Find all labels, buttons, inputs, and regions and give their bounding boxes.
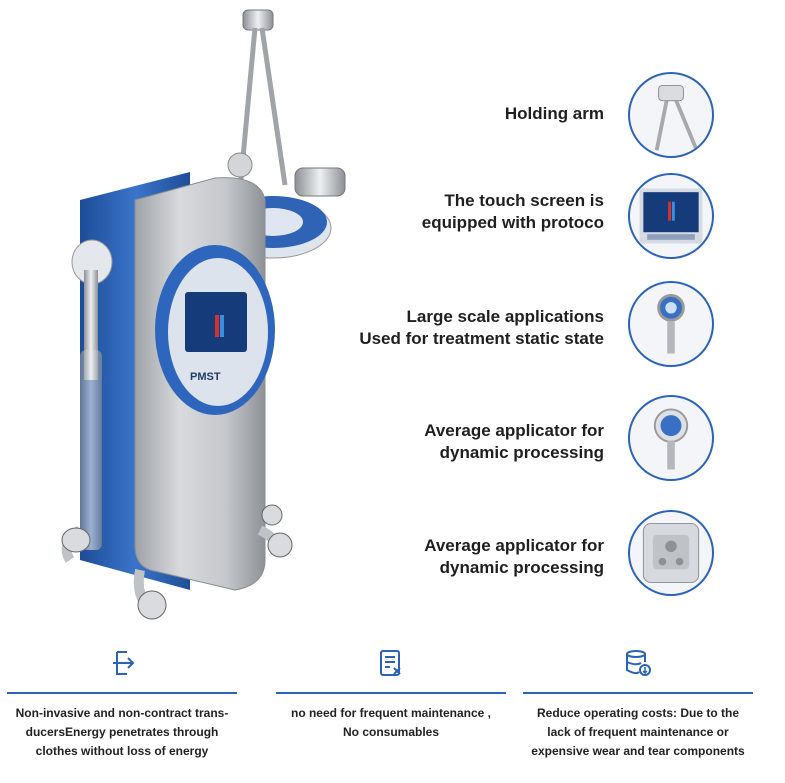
feature-label-line: The touch screen is bbox=[444, 191, 604, 210]
benefit-low-maintenance: no need for frequent maintenance , No co… bbox=[276, 648, 506, 742]
device-image: PMST bbox=[61, 9, 346, 620]
benefit-divider bbox=[276, 692, 506, 694]
benefit-text-line: no need for frequent maintenance , bbox=[290, 706, 492, 720]
benefit-divider bbox=[7, 692, 237, 694]
benefit-text-line: lack of frequent maintenance or bbox=[547, 725, 729, 739]
square-applicator-icon bbox=[628, 510, 714, 596]
benefit-text-line: expensive wear and tear components bbox=[531, 744, 745, 758]
device-illustration: PMST bbox=[40, 0, 360, 630]
transfer-arrow-icon bbox=[113, 651, 135, 675]
feature-label-line: dynamic processing bbox=[439, 558, 604, 577]
feature-label-line: Average applicator for bbox=[424, 536, 604, 555]
feature-label-round-applicator: Average applicator for dynamic processin… bbox=[424, 420, 604, 464]
feature-label-touch-screen: The touch screen is equipped with protoc… bbox=[422, 190, 604, 234]
touch-screen-icon bbox=[628, 173, 714, 259]
feature-label-line: dynamic processing bbox=[439, 443, 604, 462]
benefit-divider bbox=[523, 692, 753, 694]
feature-label-line: Average applicator for bbox=[424, 421, 604, 440]
benefit-text-line: Reduce operating costs: Due to the bbox=[536, 706, 740, 720]
holding-arm-icon bbox=[628, 72, 714, 158]
document-check-icon bbox=[380, 650, 401, 676]
benefit-text-line: ducersEnergy penetrates through bbox=[25, 725, 219, 739]
feature-label-square-applicator: Average applicator for dynamic processin… bbox=[424, 535, 604, 579]
benefit-text-line: Non-invasive and non-contract trans- bbox=[15, 706, 229, 720]
feature-label-line: equipped with protoco bbox=[421, 213, 604, 232]
feature-label-line: Large scale applications bbox=[406, 307, 604, 326]
database-cost-icon bbox=[626, 650, 651, 676]
benefit-non-invasive: Non-invasive and non-contract trans- duc… bbox=[7, 648, 237, 761]
benefit-low-cost: Reduce operating costs: Due to the lack … bbox=[523, 648, 753, 761]
feature-label-large-applicator: Large scale applications Used for treatm… bbox=[359, 306, 604, 350]
feature-label-holding-arm: Holding arm bbox=[505, 103, 604, 125]
device-brand-text: PMST bbox=[190, 371, 221, 383]
benefit-text-line: clothes without loss of energy bbox=[35, 744, 209, 758]
benefit-text-line: No consumables bbox=[342, 725, 440, 739]
feature-label-line: Used for treatment static state bbox=[359, 329, 604, 348]
feature-label-line: Holding arm bbox=[504, 104, 604, 123]
round-applicator-icon bbox=[628, 395, 714, 481]
large-applicator-icon bbox=[628, 281, 714, 367]
